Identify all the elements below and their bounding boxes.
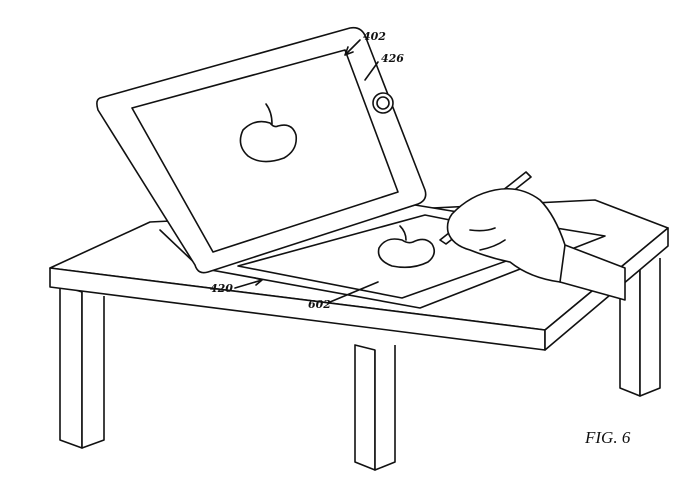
label-cover: 420 xyxy=(210,282,233,295)
label-drawing-surface: 602 xyxy=(308,298,331,311)
label-tablet: 402 xyxy=(363,30,386,43)
label-home-button: 426 xyxy=(381,52,404,65)
tablet xyxy=(96,26,427,274)
figure-title: FIG. 6 xyxy=(585,428,631,447)
leader-lines xyxy=(234,39,379,303)
hand-with-stylus xyxy=(439,171,626,301)
home-button xyxy=(372,92,394,114)
